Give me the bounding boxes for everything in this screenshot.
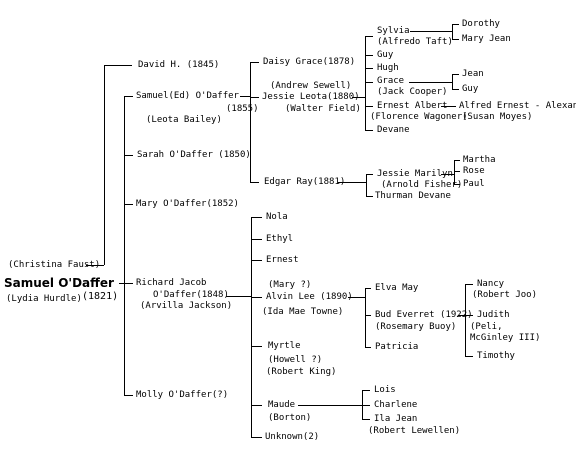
person-bud-everret: Bud Everret (1922)	[375, 310, 473, 320]
person-ernest-albert: Ernest Albert	[377, 101, 448, 111]
person-alvin-lee: Alvin Lee (1890)	[266, 292, 353, 302]
person-ethyl: Ethyl	[266, 234, 294, 244]
myrtle-spouse-robert: (Robert King)	[266, 367, 337, 377]
judith-spouse-line1: (Peli,	[470, 322, 503, 332]
person-myrtle: Myrtle	[268, 341, 301, 351]
myrtle-spouse-howell: (Howell ?)	[268, 355, 323, 365]
person-sarah: Sarah O'Daffer (1850)	[137, 150, 251, 160]
root-name: Samuel O'Daffer	[4, 276, 114, 290]
person-daisy: Daisy Grace(1878)	[263, 57, 356, 67]
person-edgar: Edgar Ray(1881)	[264, 177, 346, 187]
judith-spouse-line2: McGinley III)	[470, 333, 541, 343]
person-ila-jean: Ila Jean	[374, 414, 418, 424]
alfred-spouse: (Susan Moyes)	[462, 112, 533, 122]
person-timothy: Timothy	[477, 351, 515, 361]
jessie-spouse-walter: (Walter Field)	[285, 104, 361, 114]
person-david: David H. (1845)	[138, 60, 220, 70]
person-charlene: Charlene	[374, 400, 418, 410]
richard-spouse: (Arvilla Jackson)	[140, 301, 233, 311]
jessie-marilyn-spouse: (Arnold Fisher)	[381, 180, 463, 190]
person-samuel-ed: Samuel(Ed) O'Daffer	[136, 91, 239, 101]
grace-spouse: (Jack Cooper)	[377, 87, 448, 97]
person-jean: Jean	[462, 69, 484, 79]
person-mary-jean: Mary Jean	[462, 34, 511, 44]
jessie-spouse-andrew: (Andrew Sewell)	[270, 81, 352, 91]
person-guy-2: Guy	[462, 84, 479, 94]
samuel-ed-year: (1855)	[226, 104, 259, 114]
person-richard-line1: Richard Jacob	[136, 278, 207, 288]
person-grace: Grace	[377, 76, 405, 86]
person-nola: Nola	[266, 212, 288, 222]
alvin-spouse-mary: (Mary ?)	[268, 280, 312, 290]
person-maude: Maude	[268, 400, 296, 410]
person-sylvia: Sylvia	[377, 26, 410, 36]
person-elva-may: Elva May	[375, 283, 419, 293]
ernest-albert-spouse: (Florence Wagoner)	[370, 112, 468, 122]
person-paul: Paul	[463, 179, 485, 189]
person-judith: Judith	[477, 310, 510, 320]
person-mary: Mary O'Daffer(1852)	[136, 199, 239, 209]
root-spouse-lydia: (Lydia Hurdle)	[6, 294, 82, 304]
person-hugh: Hugh	[377, 63, 399, 73]
root-year: (1821)	[82, 291, 119, 302]
person-martha: Martha	[463, 155, 496, 165]
person-patricia: Patricia	[375, 342, 419, 352]
person-rose: Rose	[463, 166, 485, 176]
sylvia-spouse: (Alfredo Taft)	[377, 37, 453, 47]
nancy-spouse: (Robert Joo)	[472, 290, 538, 300]
person-unknown: Unknown(2)	[265, 432, 320, 442]
person-lois: Lois	[374, 385, 396, 395]
person-jessie-leota: Jessie Leota(1880)	[262, 92, 360, 102]
person-devane: Devane	[377, 125, 410, 135]
person-guy: Guy	[377, 50, 394, 60]
person-alfred-ernest: Alfred Ernest - Alexandra	[459, 101, 576, 111]
samuel-ed-spouse: (Leota Bailey)	[146, 115, 222, 125]
person-nancy: Nancy	[477, 279, 505, 289]
person-richard-line2: O'Daffer(1848)	[153, 290, 229, 300]
root-spouse-christina: (Christina Faust)	[8, 260, 101, 270]
bud-spouse: (Rosemary Buoy)	[375, 322, 457, 332]
person-jessie-marilyn: Jessie Marilyn	[377, 169, 453, 179]
person-ernest: Ernest	[266, 255, 299, 265]
alvin-spouse-ida: (Ida Mae Towne)	[262, 307, 344, 317]
person-molly: Molly O'Daffer(?)	[136, 390, 229, 400]
ila-jean-spouse: (Robert Lewellen)	[368, 426, 461, 436]
person-thurman: Thurman Devane	[375, 191, 451, 201]
maude-spouse: (Borton)	[268, 413, 312, 423]
person-dorothy: Dorothy	[462, 19, 500, 29]
